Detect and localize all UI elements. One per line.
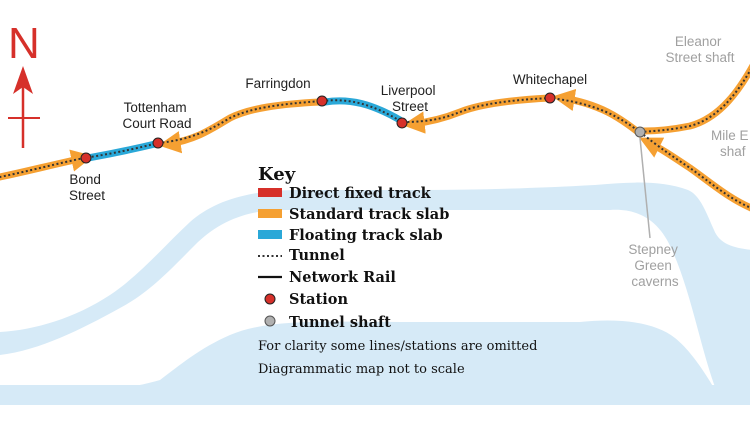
key-swatch-station — [264, 293, 276, 305]
station-label-whitechapel: Whitechapel — [513, 72, 587, 87]
key-swatch-direct-fixed — [258, 188, 282, 197]
station-marker-liverpool — [396, 117, 408, 129]
river-bottom-strip — [0, 385, 750, 405]
stepney-pointer-line — [639, 137, 651, 239]
key-swatch-tunnel-shaft — [264, 315, 276, 327]
shaft-label-stepney-line1: Stepney — [628, 242, 678, 257]
shaft-label-mile-end: Mile E shaf — [711, 128, 750, 159]
station-marker-bond — [80, 152, 92, 164]
station-label-whitechapel-line1: Whitechapel — [513, 72, 587, 87]
station-label-bond: Bond Street — [69, 172, 105, 203]
key-swatch-floating-slab — [258, 230, 282, 239]
shaft-label-stepney: Stepney Green caverns — [628, 242, 681, 289]
key-title: Key — [258, 164, 296, 185]
station-label-tcr-line2: Court Road — [122, 116, 191, 131]
key-label-tunnel: Tunnel — [289, 247, 345, 264]
shaft-label-eleanor: Eleanor Street shaft — [665, 34, 734, 65]
river-thames — [0, 182, 750, 395]
station-label-tcr: Tottenham Court Road — [122, 100, 191, 131]
shaft-label-mile-end-line1: Mile E — [711, 128, 749, 143]
shaft-label-eleanor-line2: Street shaft — [665, 50, 734, 65]
shaft-label-mile-end-line2: shaf — [720, 144, 746, 159]
shaft-label-stepney-line2: Green — [634, 258, 672, 273]
key-label-standard-slab: Standard track slab — [289, 206, 449, 223]
station-label-tcr-line1: Tottenham — [124, 100, 187, 115]
station-marker-tcr — [152, 137, 164, 149]
slab-whitechapel-liverpool — [402, 94, 554, 134]
key-label-network-rail: Network Rail — [289, 269, 396, 286]
shaft-marker-stepney — [634, 126, 646, 138]
station-label-bond-line2: Street — [69, 188, 105, 203]
shaft-label-stepney-line3: caverns — [631, 274, 679, 289]
key-label-floating-slab: Floating track slab — [289, 227, 443, 244]
station-label-farringdon: Farringdon — [245, 76, 310, 91]
station-marker-farringdon — [316, 95, 328, 107]
station-label-farringdon-line1: Farringdon — [245, 76, 310, 91]
station-label-liverpool-line2: Street — [392, 99, 428, 114]
station-label-liverpool-line1: Liverpool — [381, 83, 436, 98]
shaft-label-eleanor-line1: Eleanor — [675, 34, 722, 49]
key-note-omitted: For clarity some lines/stations are omit… — [258, 339, 537, 354]
north-arrow-icon — [8, 66, 40, 148]
station-marker-whitechapel — [544, 92, 556, 104]
key-swatch-standard-slab — [258, 209, 282, 218]
key-label-station: Station — [289, 291, 348, 308]
key-label-direct-fixed: Direct fixed track — [289, 185, 432, 202]
north-label: N — [8, 19, 40, 68]
station-label-liverpool: Liverpool Street — [381, 83, 440, 114]
map-key: Key Direct fixed track Standard track sl… — [258, 164, 537, 377]
river-lower-bank — [0, 320, 750, 405]
station-label-bond-line1: Bond — [69, 172, 101, 187]
slab-stepney-whitechapel — [552, 88, 642, 136]
key-label-tunnel-shaft: Tunnel shaft — [289, 314, 391, 331]
key-note-not-to-scale: Diagrammatic map not to scale — [258, 362, 465, 377]
floating-bond-tcr — [84, 140, 159, 162]
